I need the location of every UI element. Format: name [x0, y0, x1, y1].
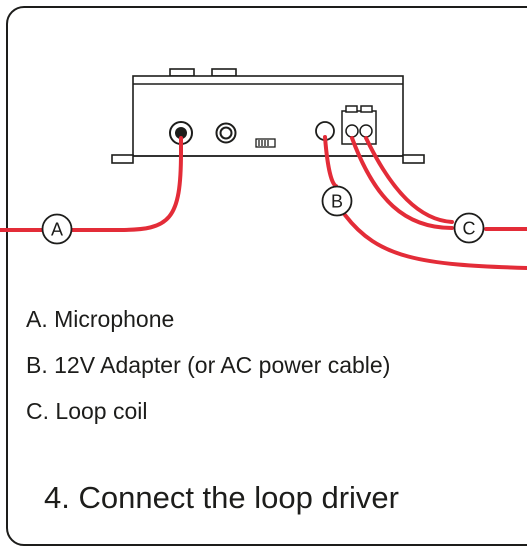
power-cable — [323, 135, 338, 188]
legend-letter: B — [26, 352, 42, 378]
legend-text: . Microphone — [41, 306, 175, 332]
legend-text: . Loop coil — [42, 398, 148, 424]
power-cable-lower — [343, 213, 527, 270]
legend-item-power-adapter: B. 12V Adapter (or AC power cable) — [26, 342, 390, 388]
device-top-tab-right — [211, 68, 237, 77]
callout-a-label: A — [51, 220, 63, 240]
step-title: 4. Connect the loop driver — [44, 480, 399, 515]
callout-a: A — [41, 213, 73, 245]
callout-c-label: C — [463, 219, 476, 239]
legend-item-loop-coil: C. Loop coil — [26, 388, 390, 434]
loop-coil-cable-2 — [364, 136, 454, 224]
legend-item-microphone: A. Microphone — [26, 296, 390, 342]
cables — [0, 135, 527, 270]
loop-terminal-block-icon — [341, 105, 377, 145]
legend: A. Microphone B. 12V Adapter (or AC powe… — [26, 296, 390, 434]
slide-switch-icon — [255, 138, 276, 148]
legend-letter: A — [26, 306, 42, 332]
device-flange-left — [111, 154, 134, 164]
device-top-tab-left — [169, 68, 195, 77]
callout-b: B — [321, 185, 353, 217]
connection-diagram: A B C — [0, 68, 527, 270]
callout-c: C — [453, 212, 485, 244]
legend-letter: C — [26, 398, 43, 424]
callout-b-label: B — [331, 192, 343, 212]
microphone-cable — [70, 136, 183, 232]
loop-driver-device — [111, 68, 425, 164]
device-flange-right — [402, 154, 425, 164]
loop-coil-cable-1 — [350, 136, 454, 230]
line-input-jack-icon — [215, 122, 237, 144]
legend-text: . 12V Adapter (or AC power cable) — [41, 352, 391, 378]
